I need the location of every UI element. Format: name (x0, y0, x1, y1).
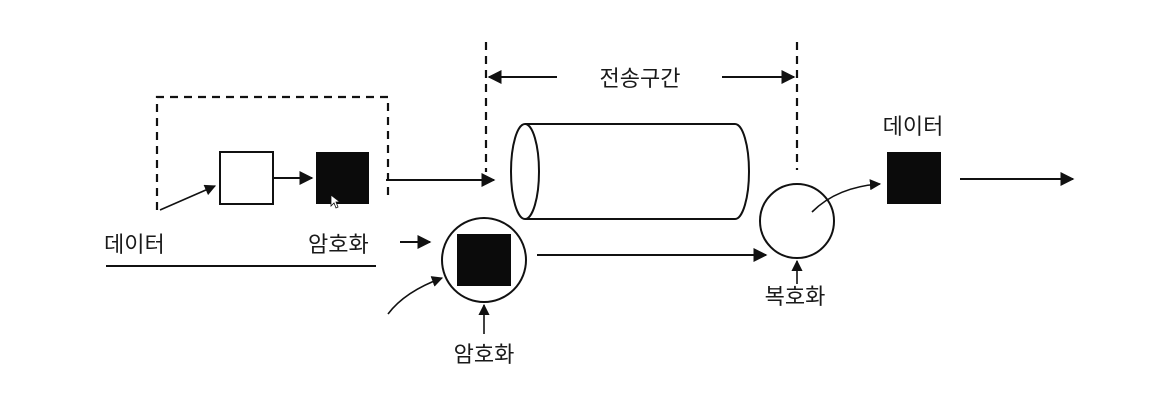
encrypted-data-square (316, 152, 369, 204)
curved-input-arrow (387, 276, 444, 315)
decrypt-label: 복호화 (765, 285, 826, 310)
output-data-square (887, 152, 941, 204)
sender-dashed-boundary (155, 95, 390, 210)
transmission-channel-cylinder (510, 123, 750, 220)
transmission-section-label: 전송구간 (600, 67, 681, 92)
plain-data-square (219, 151, 274, 205)
mouse-cursor-icon (330, 194, 342, 209)
decryption-circle (759, 183, 835, 259)
encrypt-label-bottom: 암호화 (454, 343, 515, 368)
data-label-left: 데이터 (104, 233, 165, 258)
encrypted-block-in-circle (457, 234, 511, 286)
encryption-circle (441, 217, 527, 303)
input-arrow (159, 184, 217, 211)
decrypt-output-curve (811, 179, 882, 213)
encrypt-label-left: 암호화 (308, 233, 369, 258)
data-label-right: 데이터 (883, 115, 944, 140)
